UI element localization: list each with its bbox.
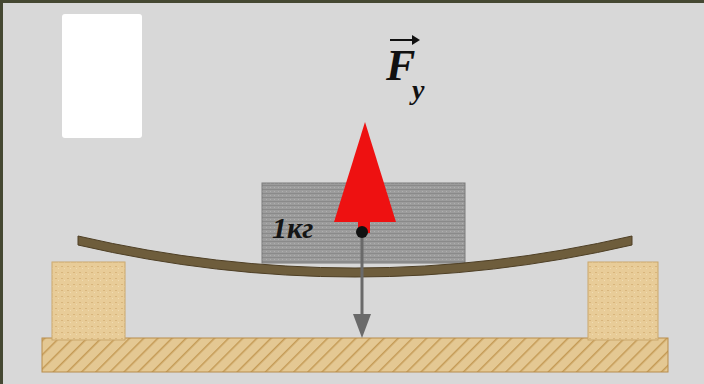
weight-arrow bbox=[361, 234, 364, 318]
weight-arrowhead bbox=[353, 314, 371, 338]
application-point bbox=[356, 226, 368, 238]
mass-label: 1кг bbox=[272, 213, 313, 243]
force-subscript: у bbox=[412, 76, 424, 104]
bent-board bbox=[78, 236, 632, 277]
force-symbol: F bbox=[386, 44, 415, 88]
illustration bbox=[3, 3, 704, 384]
weight: 1кг bbox=[262, 183, 465, 263]
force-arrowhead bbox=[334, 122, 396, 222]
base bbox=[42, 338, 668, 372]
background: 1кг Fу bbox=[3, 3, 704, 384]
right-support bbox=[588, 262, 658, 340]
vector-bar bbox=[390, 39, 412, 41]
left-support bbox=[52, 262, 125, 340]
blank-card bbox=[62, 14, 142, 138]
